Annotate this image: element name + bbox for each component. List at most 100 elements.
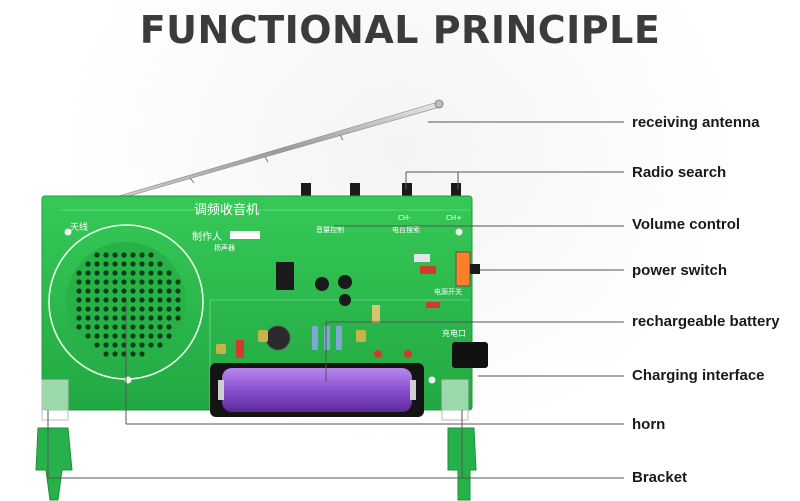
board-silkscreen: 调频收音机 制作人 天线 扬声器 音量控制 电台搜索 电源开关 充电口 CH- … — [70, 202, 466, 338]
speaker-hole — [121, 252, 127, 258]
speaker-hole — [148, 342, 154, 348]
speaker-hole — [130, 333, 136, 339]
speaker-hole — [139, 306, 145, 312]
speaker-hole — [139, 342, 145, 348]
speaker-hole — [139, 333, 145, 339]
speaker-hole — [130, 297, 136, 303]
board-ch-plus: CH+ — [446, 214, 462, 222]
speaker-hole — [130, 351, 136, 357]
board-ch-minus: CH- — [398, 214, 411, 222]
board-power-cn: 电源开关 — [434, 287, 462, 296]
speaker-hole — [112, 270, 118, 276]
speaker-hole — [130, 252, 136, 258]
speaker-hole — [139, 315, 145, 321]
speaker-hole — [112, 315, 118, 321]
battery — [210, 363, 424, 417]
speaker-hole — [121, 333, 127, 339]
speaker-hole — [157, 297, 163, 303]
speaker-hole — [94, 270, 100, 276]
speaker-hole — [76, 297, 82, 303]
speaker-hole — [103, 270, 109, 276]
speaker-hole — [121, 297, 127, 303]
speaker-hole — [112, 279, 118, 285]
speaker-hole — [130, 315, 136, 321]
speaker-hole — [130, 342, 136, 348]
label-radio-search: Radio search — [632, 164, 727, 181]
speaker-hole — [166, 279, 172, 285]
speaker-hole — [148, 252, 154, 258]
label-volume-control: Volume control — [632, 216, 741, 233]
board-title-cn: 调频收音机 — [194, 202, 259, 218]
speaker-hole — [130, 306, 136, 312]
speaker-hole — [157, 306, 163, 312]
speaker-hole — [130, 279, 136, 285]
speaker-hole — [103, 351, 109, 357]
speaker-hole — [148, 297, 154, 303]
speaker-hole — [94, 324, 100, 330]
speaker-hole — [94, 333, 100, 339]
antenna — [111, 99, 444, 199]
label-power-switch: power switch — [632, 262, 728, 279]
speaker-hole — [121, 279, 127, 285]
speaker-hole — [85, 270, 91, 276]
speaker-hole — [175, 315, 181, 321]
speaker-hole — [103, 279, 109, 285]
speaker-hole — [112, 297, 118, 303]
speaker-hole — [157, 279, 163, 285]
page-title: FUNCTIONAL PRINCIPLE — [139, 8, 661, 52]
speaker-hole — [94, 315, 100, 321]
speaker-hole — [166, 333, 172, 339]
speaker-hole — [94, 252, 100, 258]
speaker-hole — [121, 288, 127, 294]
speaker-hole — [157, 333, 163, 339]
speaker-hole — [175, 279, 181, 285]
speaker-hole — [112, 306, 118, 312]
speaker-hole — [139, 279, 145, 285]
speaker-hole — [157, 270, 163, 276]
speaker-hole — [103, 252, 109, 258]
board-search-cn: 电台搜索 — [392, 225, 420, 234]
speaker-hole — [121, 306, 127, 312]
board-speaker-cn: 扬声器 — [214, 243, 235, 252]
speaker-hole — [76, 306, 82, 312]
label-bracket: Bracket — [632, 469, 688, 486]
speaker-hole — [76, 288, 82, 294]
speaker-hole — [76, 279, 82, 285]
speaker-hole — [121, 342, 127, 348]
speaker-hole — [103, 333, 109, 339]
speaker-hole — [103, 288, 109, 294]
speaker-hole — [94, 288, 100, 294]
speaker-hole — [94, 306, 100, 312]
speaker-hole — [85, 279, 91, 285]
speaker-hole — [148, 333, 154, 339]
speaker-hole — [148, 261, 154, 267]
speaker-hole — [139, 261, 145, 267]
speaker-hole — [148, 315, 154, 321]
speaker-hole — [103, 315, 109, 321]
speaker-hole — [103, 261, 109, 267]
speaker-hole — [148, 288, 154, 294]
speaker-hole — [121, 315, 127, 321]
speaker-hole — [112, 261, 118, 267]
speaker-hole — [85, 333, 91, 339]
speaker-hole — [148, 270, 154, 276]
speaker-hole — [139, 324, 145, 330]
speaker-hole — [85, 297, 91, 303]
speaker-hole — [76, 270, 82, 276]
speaker-hole — [157, 288, 163, 294]
speaker-hole — [139, 351, 145, 357]
board-antenna-cn: 天线 — [70, 221, 88, 233]
speaker-hole — [112, 288, 118, 294]
board-maker-cn: 制作人 — [192, 230, 222, 243]
speaker-hole — [112, 333, 118, 339]
speaker-hole — [157, 342, 163, 348]
speaker-hole — [112, 324, 118, 330]
speaker-hole — [166, 324, 172, 330]
speaker-hole — [166, 270, 172, 276]
board-volume-cn: 音量控制 — [316, 225, 344, 234]
speaker-hole — [175, 306, 181, 312]
speaker-hole — [112, 342, 118, 348]
speaker-hole — [130, 261, 136, 267]
speaker-hole — [139, 297, 145, 303]
